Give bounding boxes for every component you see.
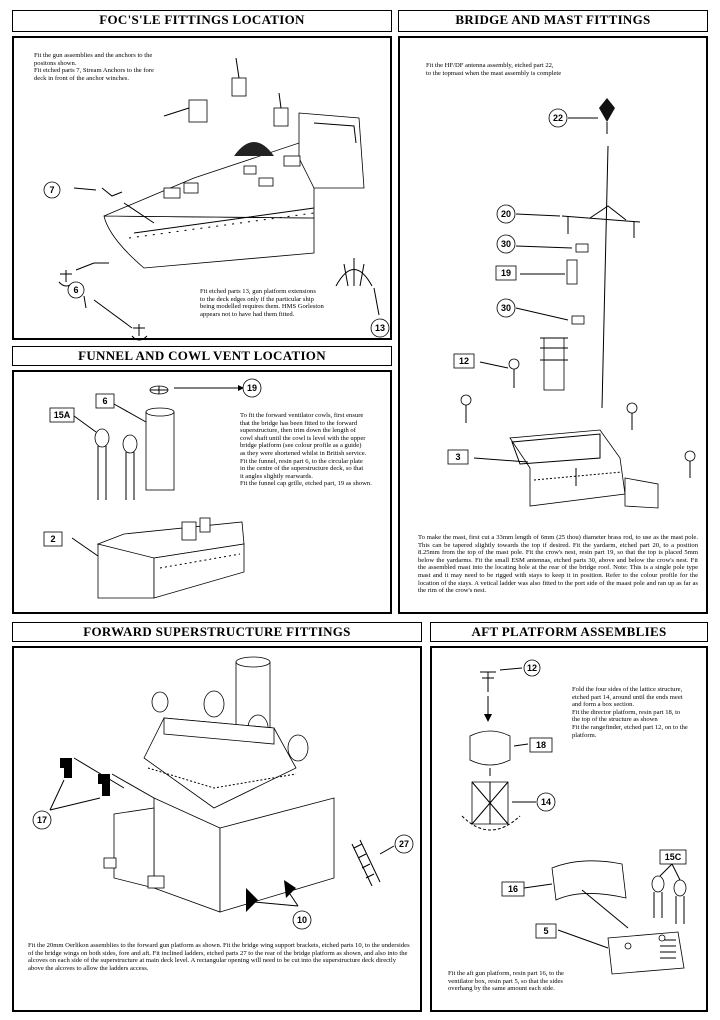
focsle-diagram: 7 6 13 <box>43 57 390 341</box>
aft-callout-18: 18 <box>536 740 546 750</box>
forward-diagram: 17 27 10 <box>32 656 414 930</box>
focsle-text-2: Fit etched parts 13, gun platform extens… <box>200 288 324 318</box>
aft-callout-16: 16 <box>508 884 518 894</box>
bridge-text-1: Fit the HF/DF antenna assembly, etched p… <box>426 62 562 77</box>
bridge-panel: Fit the HF/DF antenna assembly, etched p… <box>398 36 708 614</box>
focsle-callout-7: 7 <box>49 185 54 195</box>
bridge-text-2: To make the mast, first cut a 33mm lengt… <box>418 534 698 595</box>
funnel-callout-2: 2 <box>50 534 55 544</box>
aft-callout-5: 5 <box>543 926 548 936</box>
aft-callout-14: 14 <box>541 797 551 807</box>
aft-text-1: Fold the four sides of the lattice struc… <box>572 686 688 739</box>
focsle-title: FOC'S'LE FITTINGS LOCATION <box>12 10 392 32</box>
funnel-callout-6: 6 <box>102 396 107 406</box>
focsle-panel: Fit the gun assemblies and the anchors t… <box>12 36 392 341</box>
aft-diagram: 12 18 14 15C 16 5 <box>461 659 687 975</box>
forward-title: FORWARD SUPERSTRUCTURE FITTINGS <box>12 622 422 642</box>
bridge-callout-19: 19 <box>501 268 511 278</box>
forward-callout-17: 17 <box>37 815 47 825</box>
forward-panel: Fit the 20mm Oerlikon assemblies to the … <box>12 646 422 1012</box>
forward-text-1: Fit the 20mm Oerlikon assemblies to the … <box>28 942 410 972</box>
focsle-callout-6: 6 <box>73 285 78 295</box>
aft-callout-15c: 15C <box>665 852 682 862</box>
aft-callout-12: 12 <box>527 663 537 673</box>
bridge-callout-22: 22 <box>553 113 563 123</box>
bridge-callout-20: 20 <box>501 209 511 219</box>
funnel-callout-15a: 15A <box>54 410 71 420</box>
aft-text-2: Fit the aft gun platform, resin part 16,… <box>448 970 564 993</box>
forward-callout-27: 27 <box>399 839 409 849</box>
focsle-text-1: Fit the gun assemblies and the anchors t… <box>34 52 154 82</box>
funnel-text-1: To fit the forward ventilator cowls, fir… <box>240 412 372 488</box>
funnel-diagram: 19 15A 6 2 <box>43 378 262 599</box>
funnel-title: FUNNEL AND COWL VENT LOCATION <box>12 346 392 366</box>
bridge-callout-30b: 30 <box>501 303 511 313</box>
funnel-panel: To fit the forward ventilator cowls, fir… <box>12 370 392 614</box>
bridge-title: BRIDGE AND MAST FITTINGS <box>398 10 708 32</box>
funnel-callout-19: 19 <box>247 383 257 393</box>
forward-callout-10: 10 <box>297 915 307 925</box>
bridge-diagram: 22 20 30 19 30 12 3 <box>447 98 696 509</box>
aft-panel: Fold the four sides of the lattice struc… <box>430 646 708 1012</box>
bridge-callout-3: 3 <box>455 452 460 462</box>
bridge-callout-30a: 30 <box>501 239 511 249</box>
focsle-callout-13: 13 <box>375 323 385 333</box>
aft-title: AFT PLATFORM ASSEMBLIES <box>430 622 708 642</box>
bridge-callout-12: 12 <box>459 356 469 366</box>
